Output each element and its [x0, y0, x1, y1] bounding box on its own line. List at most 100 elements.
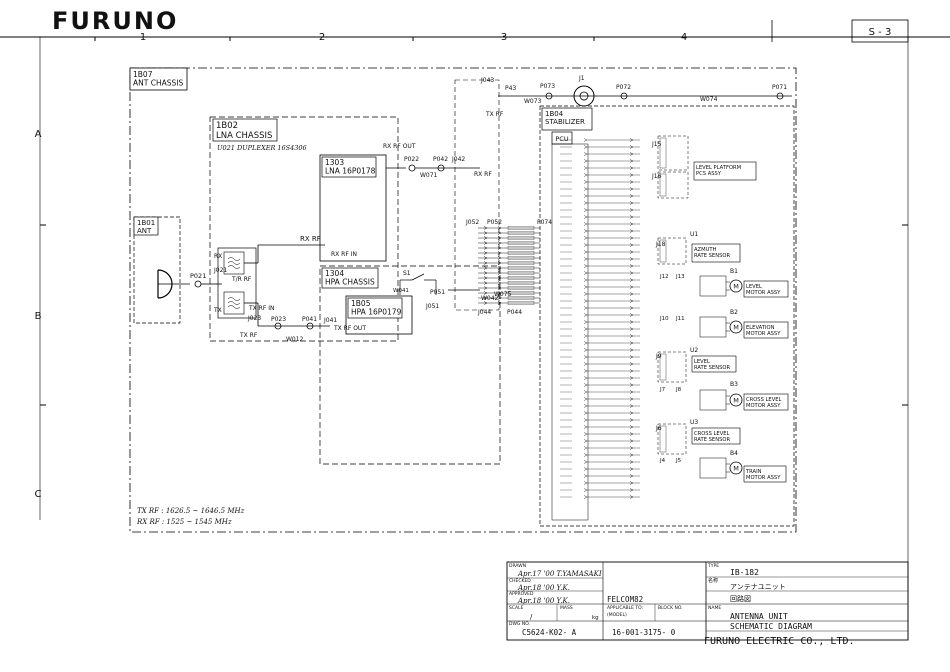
b4-label-box [743, 465, 787, 483]
j18-connector-box [657, 237, 687, 265]
pcu-pin [583, 306, 588, 310]
rx-freq-note: RX RF : 1525 ~ 1545 MHz [136, 518, 232, 526]
pcu-pin [629, 390, 634, 394]
harness-signal-tag [507, 271, 535, 275]
pcu-pin [629, 271, 634, 275]
harness-pin [497, 301, 502, 305]
b2-label-box [743, 321, 789, 339]
type-label: TYPE [707, 563, 719, 569]
pcu-pin [629, 208, 634, 212]
j16-ref: J16 [651, 173, 662, 180]
pcu-pin [583, 362, 588, 366]
pcu-pin [629, 383, 634, 387]
harness-pin [483, 291, 488, 295]
b4-motor-glyph: M [733, 465, 739, 473]
pcu-pin [629, 481, 634, 485]
j044-label: J044 [477, 309, 491, 316]
p071-label: P071 [772, 84, 787, 91]
pcu-pin [583, 257, 588, 261]
sheet-number: S - 3 [869, 27, 892, 38]
b3-motor-symbol [729, 393, 743, 407]
grid-col-1: 1 [140, 32, 146, 43]
w074-label: W074 [700, 96, 718, 103]
b4-jack-box [699, 457, 727, 479]
b1-jack-box [699, 275, 727, 297]
j021-label: J021 [213, 267, 227, 274]
lna-chassis-outline [209, 116, 399, 342]
harness-pin [497, 291, 502, 295]
b2-ref: B2 [730, 309, 738, 316]
pcu-pin [583, 383, 588, 387]
power-harness-outline [454, 79, 500, 311]
ant-chassis-label-box [129, 67, 188, 91]
pcu-pin [583, 404, 588, 408]
type-value: IB-182 [730, 568, 759, 577]
pcu-pin [583, 201, 588, 205]
pcu-pin [629, 341, 634, 345]
j7-label: J7 [659, 387, 666, 393]
b1-motor-glyph: M [733, 283, 739, 291]
name-value: ANTENNA UNIT [730, 612, 788, 621]
approved-label: APPROVED [509, 591, 534, 597]
b2-motor-symbol [729, 320, 743, 334]
ant-chassis-outline [129, 67, 797, 533]
harness-signal-tag [507, 296, 535, 300]
tx-rf-out-label: TX RF OUT [333, 325, 366, 332]
pcu-pin [629, 348, 634, 352]
pcu-pin [629, 397, 634, 401]
pcu-pin [629, 425, 634, 429]
b1-ref: B1 [730, 268, 738, 275]
antenna-symbol [157, 269, 190, 299]
harness-pin [483, 246, 488, 250]
pcu-pin [583, 467, 588, 471]
pcu-pin [583, 152, 588, 156]
pcu-pin [629, 404, 634, 408]
j9-connector-box [657, 351, 687, 383]
model-name: FELCOM82 [607, 595, 643, 604]
j6-connector-body [659, 425, 667, 453]
rx-rf-r-label: RX RF [474, 171, 492, 178]
pcu-pin [583, 460, 588, 464]
pcu-pin [629, 229, 634, 233]
j6-ref: J6 [655, 425, 662, 432]
harness-pin [497, 286, 502, 290]
harness-pin [497, 231, 502, 235]
harness-signal-tag [507, 246, 535, 250]
pcu-pin [583, 187, 588, 191]
dwg-number: C5624-K02- A [522, 628, 577, 637]
j18-label-box [691, 243, 741, 263]
pcu-pin [629, 474, 634, 478]
pcu-pin [583, 222, 588, 226]
pcu-pin [629, 334, 634, 338]
harness-pin [497, 281, 502, 285]
pcu-pin [629, 446, 634, 450]
pcu-outline [551, 143, 589, 521]
rx-rf-out-label: RX RF OUT [383, 143, 416, 150]
s1-label: S1 [403, 270, 411, 277]
j18-connector-body [659, 239, 667, 263]
pcu-pin [583, 243, 588, 247]
pcu-pin [629, 285, 634, 289]
pcu-pin [629, 495, 634, 499]
pcu-pin [583, 236, 588, 240]
lna-outline [319, 154, 387, 262]
mass-unit: kg [592, 615, 599, 621]
pcu-pin [629, 320, 634, 324]
harness-pin [483, 296, 488, 300]
j18-ref: J18 [655, 241, 666, 248]
mass-label: MASS [560, 605, 573, 611]
pcu-pin [629, 439, 634, 443]
pcu-pin [583, 173, 588, 177]
pcu-pin [583, 390, 588, 394]
pcu-pin [629, 327, 634, 331]
harness-pin [483, 271, 488, 275]
j6-connector-box [657, 423, 687, 455]
j15-ref: J15 [651, 141, 662, 148]
duplexer-outline [217, 247, 257, 319]
harness-signal-tag [507, 266, 535, 270]
j12-label: J12 [659, 274, 669, 280]
harness-pin [497, 226, 502, 230]
